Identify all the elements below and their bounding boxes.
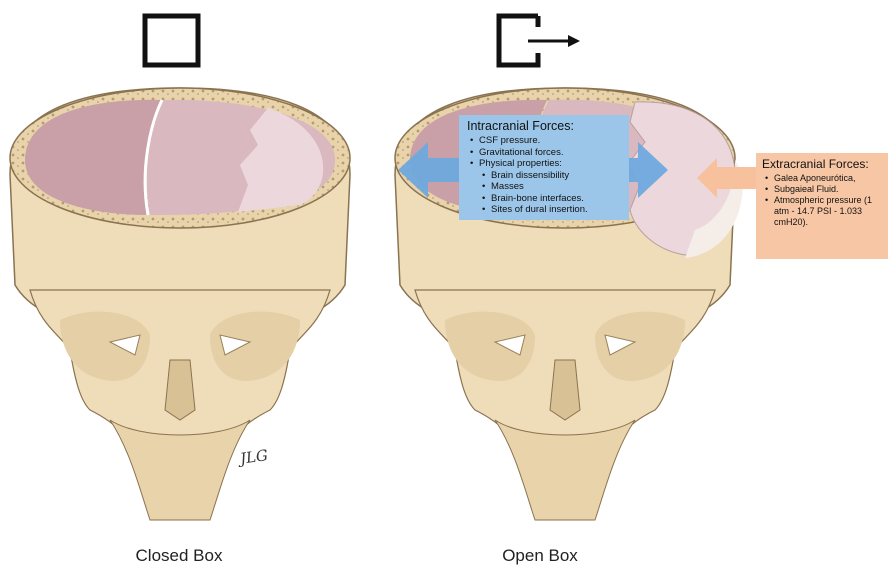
list-item: Brain-bone interfaces. (491, 193, 623, 205)
open-box-caption: Open Box (440, 546, 640, 566)
list-item: CSF pressure. (479, 135, 623, 147)
intracranial-forces-box: Intracranial Forces: CSF pressure. Gravi… (459, 115, 629, 220)
list-item: Subgaieal Fluid. (774, 184, 883, 195)
list-item: Physical properties: (479, 158, 623, 170)
extracranial-forces-box: Extracranial Forces: Galea Aponeurótica,… (756, 153, 888, 259)
intracranial-sublist: Brain dissensibility Masses Brain-bone i… (467, 170, 623, 216)
list-item: Sites of dural insertion. (491, 204, 623, 216)
open-box-arrow-icon (496, 13, 586, 68)
intracranial-title: Intracranial Forces: (467, 119, 623, 133)
list-item: Brain dissensibility (491, 170, 623, 182)
intracranial-list: CSF pressure. Gravitational forces. Phys… (467, 135, 623, 170)
extracranial-list: Galea Aponeurótica, Subgaieal Fluid. Atm… (762, 173, 883, 228)
list-item: Atmospheric pressure (1 atm - 14.7 PSI -… (774, 195, 883, 228)
list-item: Galea Aponeurótica, (774, 173, 883, 184)
closed-box-icon (142, 13, 202, 68)
extracranial-arrow (697, 158, 757, 198)
closed-box-caption: Closed Box (79, 546, 279, 566)
list-item: Gravitational forces. (479, 147, 623, 159)
artist-signature: JLG (239, 446, 269, 468)
list-item: Masses (491, 181, 623, 193)
extracranial-title: Extracranial Forces: (762, 157, 883, 171)
closed-box-skull (0, 80, 360, 530)
